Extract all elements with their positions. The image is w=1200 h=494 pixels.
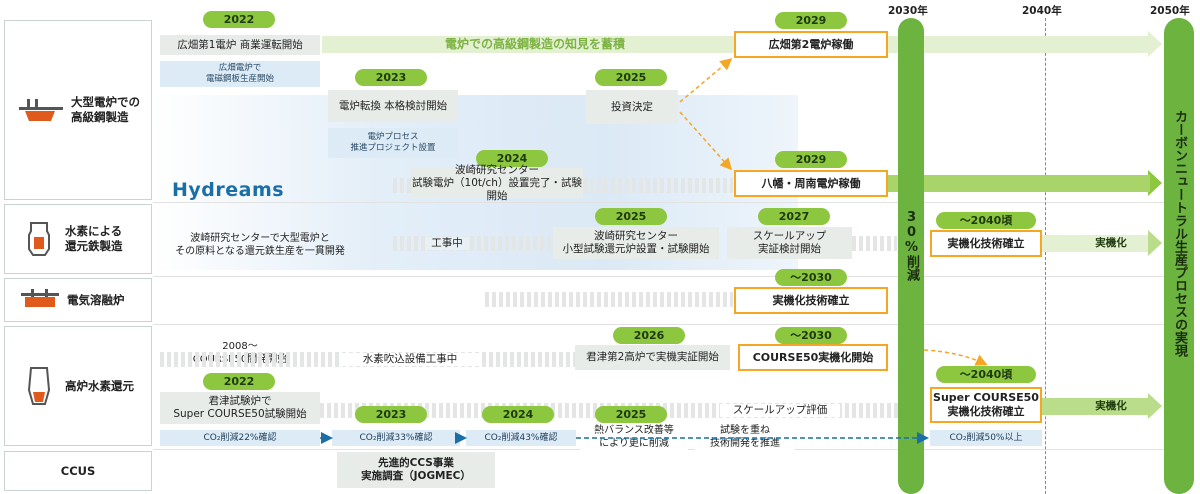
co2-43-box: CO₂削減43%確認: [466, 430, 576, 446]
bf-band-arrowhead: [1148, 393, 1162, 419]
year-badge: 2029: [775, 151, 847, 168]
category-bf: 高炉水素還元: [4, 326, 152, 446]
year-badge: 2025: [595, 406, 667, 423]
heat-balance-label: 熱バランス改善等 により更に削減: [580, 424, 688, 450]
category-ccus: CCUS: [4, 451, 152, 491]
row-separator: [153, 324, 1193, 325]
category-h2: 水素による 還元鉄製造: [4, 204, 152, 274]
milestone-2030-label: 30%削減: [904, 210, 919, 281]
goal-2050-pillar: [1164, 18, 1194, 494]
construction-dots: [393, 236, 553, 251]
h2-construction-label: 水素吹込設備工事中: [340, 353, 480, 366]
year-badge: 2023: [355, 69, 427, 86]
year-badge: 2022: [203, 11, 275, 28]
year-badge: 2025: [595, 208, 667, 225]
melt-dots: [485, 292, 733, 307]
category-melt: 電気溶融炉: [4, 278, 152, 322]
year-2030: 2030年: [888, 5, 928, 17]
year-badge: ～2040頃: [936, 212, 1036, 229]
goal-2050-label: カーボンニュートラル生産プロセスの実現: [1172, 110, 1187, 357]
year-2040: 2040年: [1022, 5, 1062, 17]
super-course50-box: Super COURSE50 実機化技術確立: [930, 387, 1042, 423]
scaleup-dots: [852, 236, 897, 251]
year-2040-line: [1045, 18, 1046, 494]
category-bf-label: 高炉水素還元: [65, 378, 134, 393]
kimitsu-test-box: 君津試験炉で Super COURSE50試験開始: [160, 392, 320, 424]
year-badge: 2024: [476, 150, 548, 167]
h2-arrow-label: 実機化: [1095, 237, 1127, 249]
year-badge: 2029: [775, 12, 847, 29]
year-badge: ～2030: [775, 269, 847, 286]
category-h2-label: 水素による 還元鉄製造: [65, 224, 123, 253]
year-badge: 2027: [758, 208, 830, 225]
year-badge: 2022: [203, 373, 275, 390]
ccs-box: 先進的CCS事業 実施調査（JOGMEC）: [337, 452, 495, 488]
bf-arrow-label: 実機化: [1095, 400, 1127, 412]
yawata-box: 八幡・周南電炉稼働: [734, 170, 888, 197]
row-separator: [153, 276, 1193, 277]
hasaki-eaf-dots2: [583, 178, 733, 193]
course50-to-super-arrow: [923, 349, 988, 366]
yawata-band-fill: [888, 175, 1150, 192]
category-eaf-label: 大型電炉での 高級鋼製造: [71, 95, 140, 124]
course50-practical-box: COURSE50実機化開始: [738, 344, 888, 371]
investment-box: 投資決定: [586, 90, 678, 124]
melting-furnace-icon: [21, 289, 59, 307]
co2-33-box: CO₂削減33%確認: [332, 430, 460, 446]
milestone-2030-pillar: [898, 18, 924, 494]
h2-practical-box: 実機化技術確立: [930, 230, 1042, 257]
year-badge: ～2030: [775, 327, 847, 344]
year-badge: 2025: [595, 69, 667, 86]
year-badge: 2026: [613, 327, 685, 344]
electric-furnace-icon: [19, 99, 63, 121]
h2-practical-band: [1042, 235, 1150, 252]
melt-practical-box: 実機化技術確立: [734, 287, 888, 314]
eaf-band-arrowhead: [1148, 31, 1162, 57]
hydreams-logo: Hydreams: [172, 179, 292, 205]
process-note-box: 電炉プロセス 推進プロジェクト設置: [328, 128, 458, 158]
year-badge: 2024: [482, 406, 554, 423]
category-melt-label: 電気溶融炉: [67, 292, 125, 307]
scale-eval-label: スケールアップ評価: [720, 404, 840, 417]
scaleup-box: スケールアップ 実証検討開始: [727, 227, 852, 259]
year-2050: 2050年: [1150, 5, 1190, 17]
hasaki-description: 波崎研究センターで大型電炉と その原料となる還元鉄生産を一貫開発: [175, 233, 345, 257]
h2-band-arrowhead: [1148, 230, 1162, 256]
bf-practical-band: [1042, 398, 1150, 415]
hirohata-note-box: 広畑電炉で 電磁鋼板生産開始: [160, 61, 320, 87]
conversion-box: 電炉転換 本格検討開始: [328, 90, 458, 122]
row-separator: [153, 202, 1193, 203]
co2-50-box: CO₂削減50%以上: [930, 430, 1042, 446]
blast-furnace-icon: [27, 367, 51, 405]
category-eaf: 大型電炉での 高級鋼製造: [4, 20, 152, 200]
co2-22-box: CO₂削減22%確認: [160, 430, 320, 446]
hasaki-eaf-dots: [393, 178, 411, 193]
yawata-band-arrowhead: [1148, 170, 1162, 196]
hydreams-logo-text: Hydreams: [172, 179, 285, 201]
shaft-furnace-icon: [28, 222, 50, 256]
hirohata2-box: 広畑第2電炉稼働: [734, 31, 888, 58]
hasaki-eaf-box: 波崎研究センター 試験電炉（10t/ch）設置完了・試験開始: [411, 163, 583, 202]
hirohata-start-box: 広畑第1電炉 商業運転開始: [160, 35, 320, 55]
kimitsu2-box: 君津第2高炉で実機実証開始: [575, 345, 730, 370]
category-ccus-label: CCUS: [60, 463, 96, 478]
eaf-band-text: 電炉での高級鋼製造の知見を蓄積: [444, 37, 625, 51]
year-badge: ～2040頃: [936, 366, 1036, 383]
test-repeat-label: 試験を重ね 技術開発を推進: [695, 424, 795, 450]
construction-label: 工事中: [425, 237, 469, 250]
hasaki-small-box: 波崎研究センター 小型試験還元炉設置・試験開始: [553, 227, 719, 259]
year-badge: 2023: [355, 406, 427, 423]
